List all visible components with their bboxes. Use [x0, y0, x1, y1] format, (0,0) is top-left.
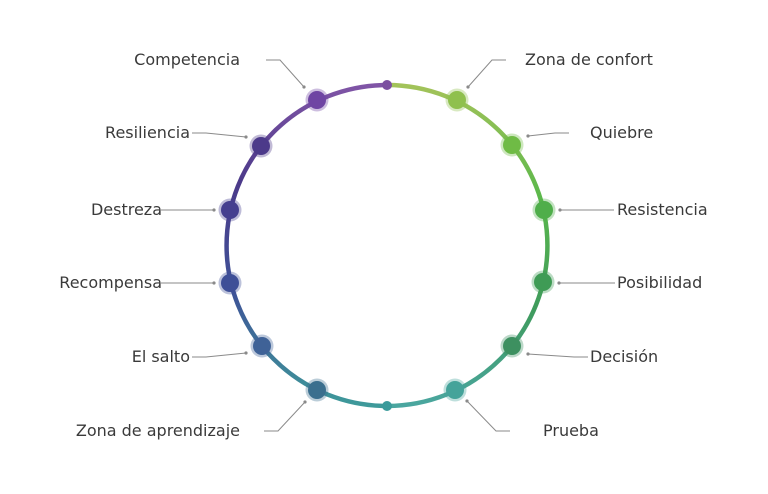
- connector-dot-zona-de-confort: [466, 85, 470, 89]
- ring-top-marker: [382, 80, 392, 90]
- node-resistencia: [535, 201, 553, 219]
- connector-el-salto: [192, 352, 247, 358]
- node-quiebre: [503, 136, 521, 154]
- connector-dot-decision: [526, 352, 530, 356]
- label-resiliencia: Resiliencia: [105, 123, 190, 142]
- ring-bottom-marker: [382, 401, 392, 411]
- connector-dot-posibilidad: [557, 281, 561, 285]
- connector-quiebre: [527, 132, 569, 137]
- node-competencia: [308, 91, 326, 109]
- ring-right-arc: [386, 82, 550, 409]
- label-recompensa: Recompensa: [59, 273, 162, 292]
- label-quiebre: Quiebre: [590, 123, 654, 142]
- label-posibilidad: Posibilidad: [617, 273, 703, 292]
- connector-dot-resiliencia: [244, 135, 248, 139]
- node-zona-de-aprendizaje: [308, 381, 326, 399]
- label-el-salto: El salto: [131, 347, 190, 366]
- connector-dot-destreza: [212, 208, 216, 212]
- node-zona-de-confort: [448, 91, 466, 109]
- label-resistencia: Resistencia: [617, 200, 708, 219]
- node-resiliencia: [252, 137, 270, 155]
- connector-resiliencia: [192, 132, 247, 138]
- node-prueba: [446, 381, 464, 399]
- label-decision: Decisión: [590, 347, 659, 366]
- connector-dot-el-salto: [244, 351, 248, 355]
- connector-competencia: [266, 59, 305, 88]
- connector-dot-resistencia: [558, 208, 562, 212]
- node-decision: [503, 337, 521, 355]
- connector-zona-de-aprendizaje: [264, 401, 306, 432]
- connector-decision: [527, 353, 588, 358]
- label-prueba: Prueba: [543, 421, 599, 440]
- node-destreza: [221, 201, 239, 219]
- node-el-salto: [253, 337, 271, 355]
- connector-prueba: [466, 400, 510, 432]
- connector-dot-competencia: [302, 85, 306, 89]
- label-zona-de-confort: Zona de confort: [525, 50, 653, 69]
- connector-zona-de-confort: [467, 59, 506, 88]
- connector-dot-zona-de-aprendizaje: [303, 400, 307, 404]
- label-zona-de-aprendizaje: Zona de aprendizaje: [75, 421, 240, 440]
- node-recompensa: [221, 274, 239, 292]
- label-competencia: Competencia: [134, 50, 240, 69]
- connector-dot-recompensa: [212, 281, 216, 285]
- ring-left-arc: [224, 82, 388, 409]
- label-destreza: Destreza: [90, 200, 162, 219]
- connector-dot-quiebre: [526, 134, 530, 138]
- connector-dot-prueba: [465, 399, 469, 403]
- node-posibilidad: [534, 273, 552, 291]
